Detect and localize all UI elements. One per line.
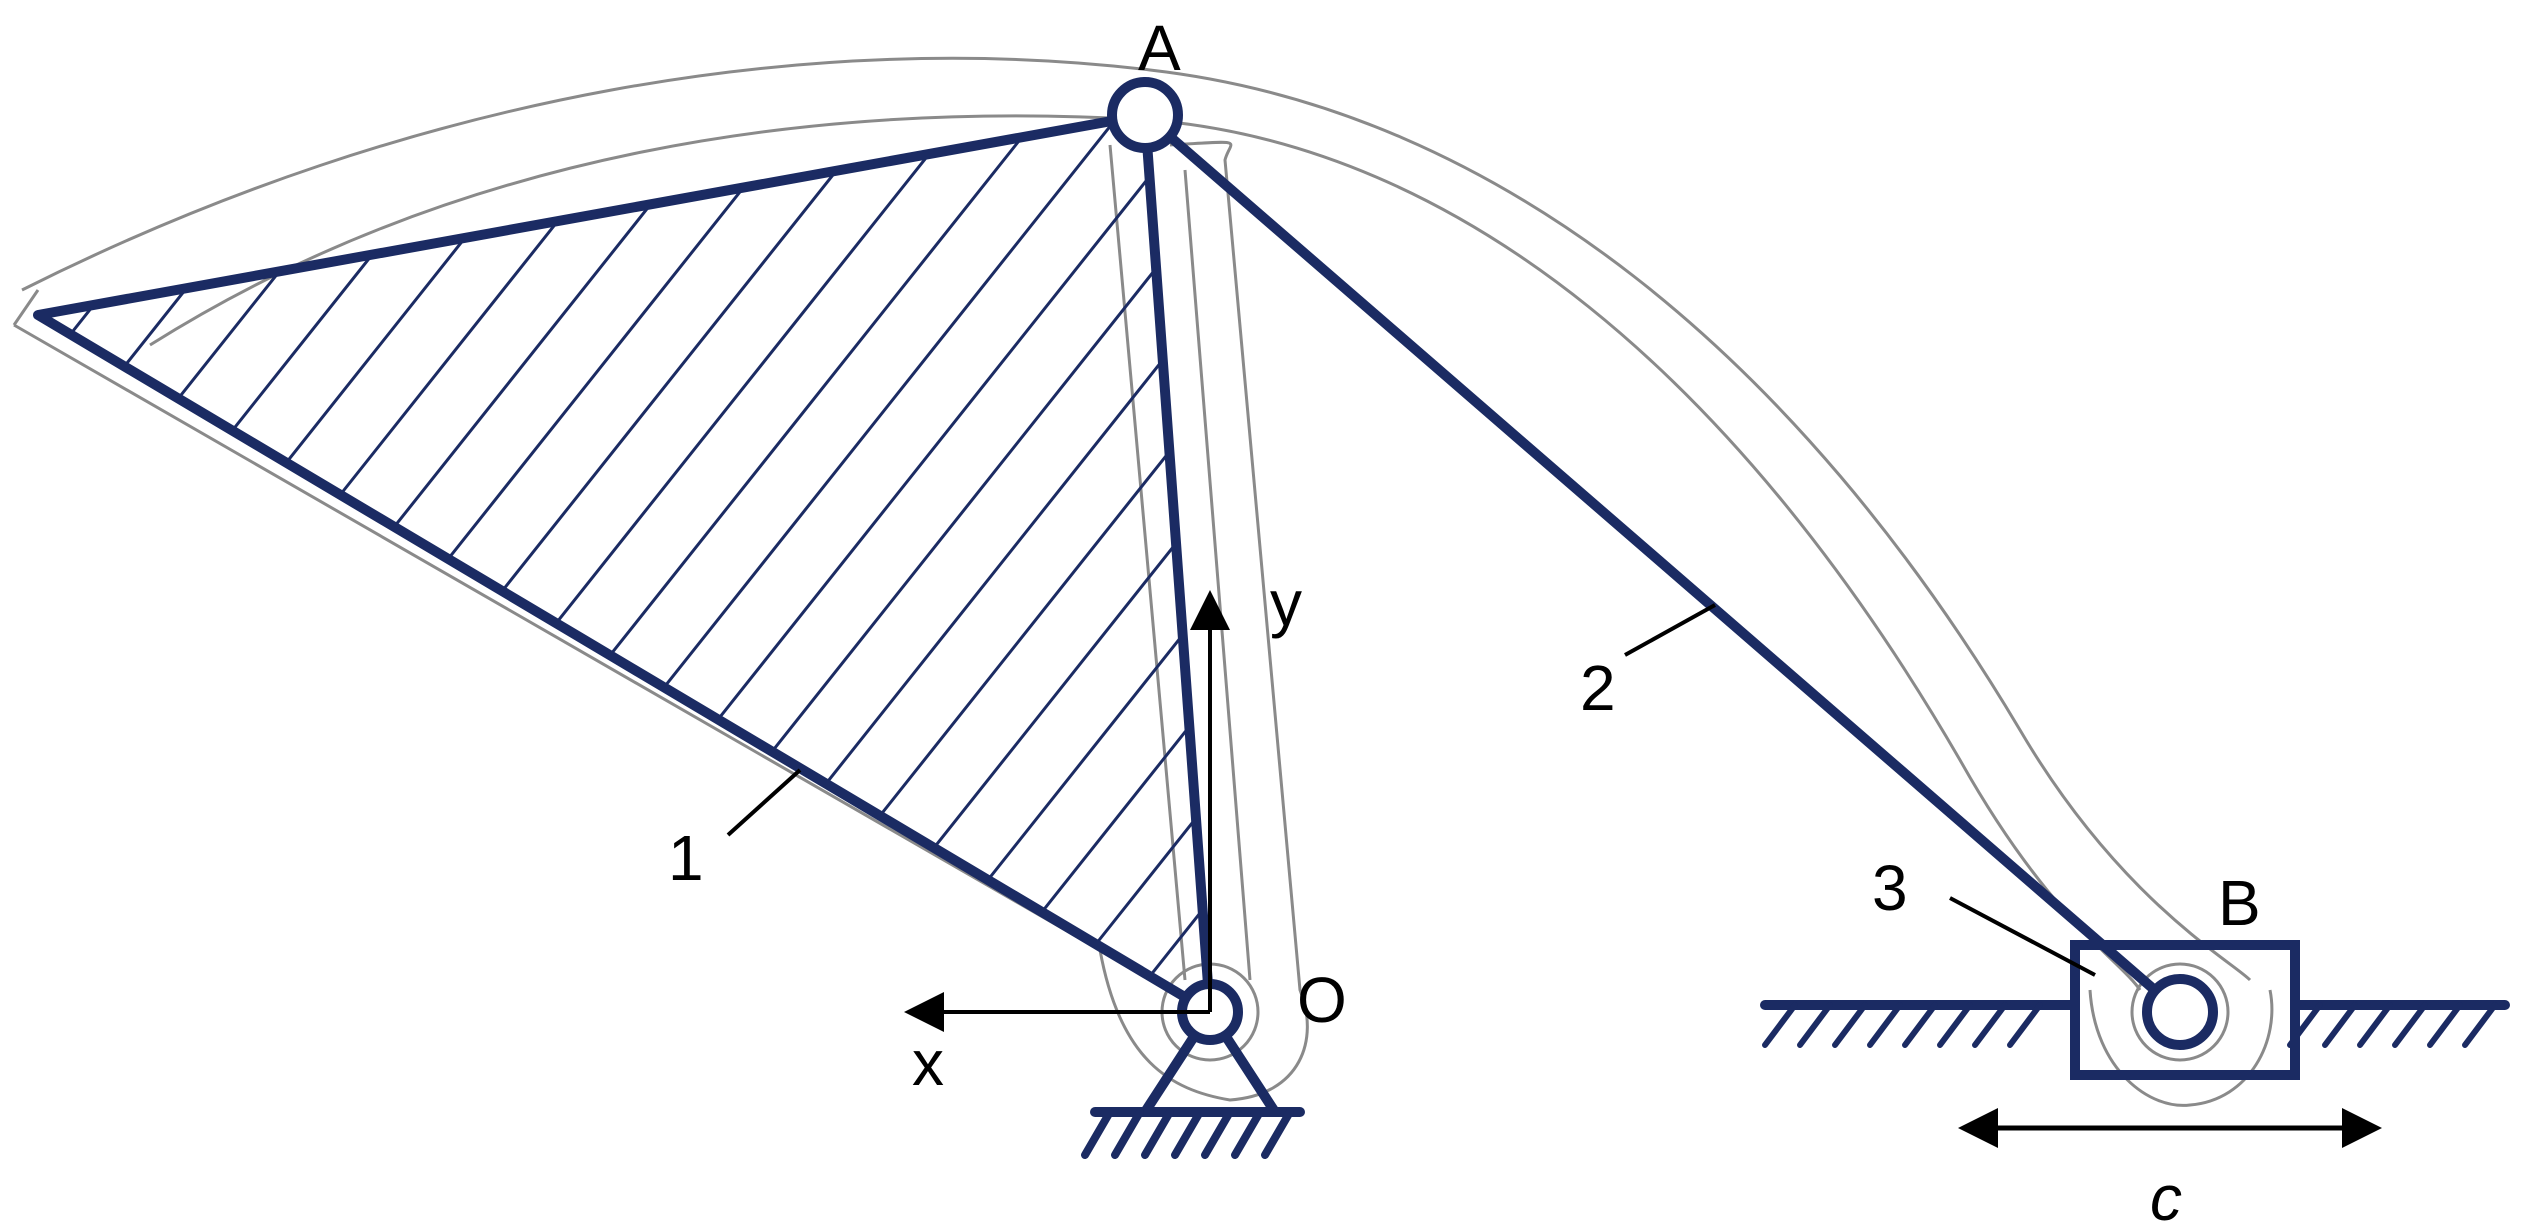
hatch-line bbox=[716, 175, 1151, 721]
hatch-line bbox=[878, 450, 1171, 817]
guide-hatch bbox=[1762, 1002, 2498, 1048]
connecting-rod bbox=[1140, 110, 2185, 1017]
ground-hatch-o bbox=[1081, 1108, 1294, 1159]
crank-slot-outline bbox=[1108, 144, 1252, 981]
hatch-line bbox=[662, 119, 1116, 689]
point-label-a: A bbox=[1138, 12, 1181, 84]
hatch-line bbox=[932, 542, 1178, 849]
hatch-line bbox=[554, 153, 931, 625]
axis-label-x: x bbox=[912, 1027, 944, 1099]
inner-arch-outline bbox=[149, 114, 2142, 991]
point-label-b: B bbox=[2218, 867, 2261, 939]
hatch-line bbox=[1148, 908, 1204, 978]
link-label-3: 3 bbox=[1872, 852, 1908, 924]
point-label-o: O bbox=[1297, 964, 1347, 1036]
joint-b bbox=[2142, 974, 2218, 1050]
leader-1 bbox=[726, 768, 802, 837]
axis-label-y: y bbox=[1270, 567, 1302, 639]
crank-triangle bbox=[33, 110, 1215, 1017]
leader-3 bbox=[1949, 896, 2096, 977]
hatch-line bbox=[447, 186, 745, 560]
joint-a bbox=[1107, 77, 1183, 153]
hatch-line bbox=[770, 267, 1158, 753]
hatch-line bbox=[1094, 817, 1198, 946]
slider-block bbox=[2070, 940, 2300, 1080]
body-outlines bbox=[12, 56, 2274, 1107]
hatch-line bbox=[393, 203, 652, 528]
link-label-2: 2 bbox=[1580, 652, 1616, 724]
pivot-b-outline bbox=[2130, 962, 2230, 1062]
hatch-line bbox=[285, 236, 467, 464]
crank-hatching bbox=[69, 119, 1204, 978]
link-label-1: 1 bbox=[668, 822, 704, 894]
slider-direction-label: c bbox=[2150, 1162, 2182, 1232]
hatch-line bbox=[231, 253, 374, 432]
hatch-line bbox=[986, 633, 1184, 881]
slider-body-outline bbox=[2088, 989, 2274, 1107]
hatch-line bbox=[608, 136, 1024, 657]
hatch-line bbox=[500, 169, 838, 592]
hatch-line bbox=[177, 270, 281, 400]
outer-arch-outline bbox=[21, 56, 2252, 982]
hatch-line bbox=[1040, 725, 1191, 913]
crank-plate-outline bbox=[12, 140, 1309, 1102]
hatch-line bbox=[339, 220, 559, 496]
leader-lines bbox=[726, 603, 2096, 977]
hatch-line bbox=[824, 359, 1164, 785]
hatch-line bbox=[123, 287, 188, 368]
leader-2 bbox=[1624, 603, 1716, 657]
crank-link bbox=[33, 110, 1215, 1017]
